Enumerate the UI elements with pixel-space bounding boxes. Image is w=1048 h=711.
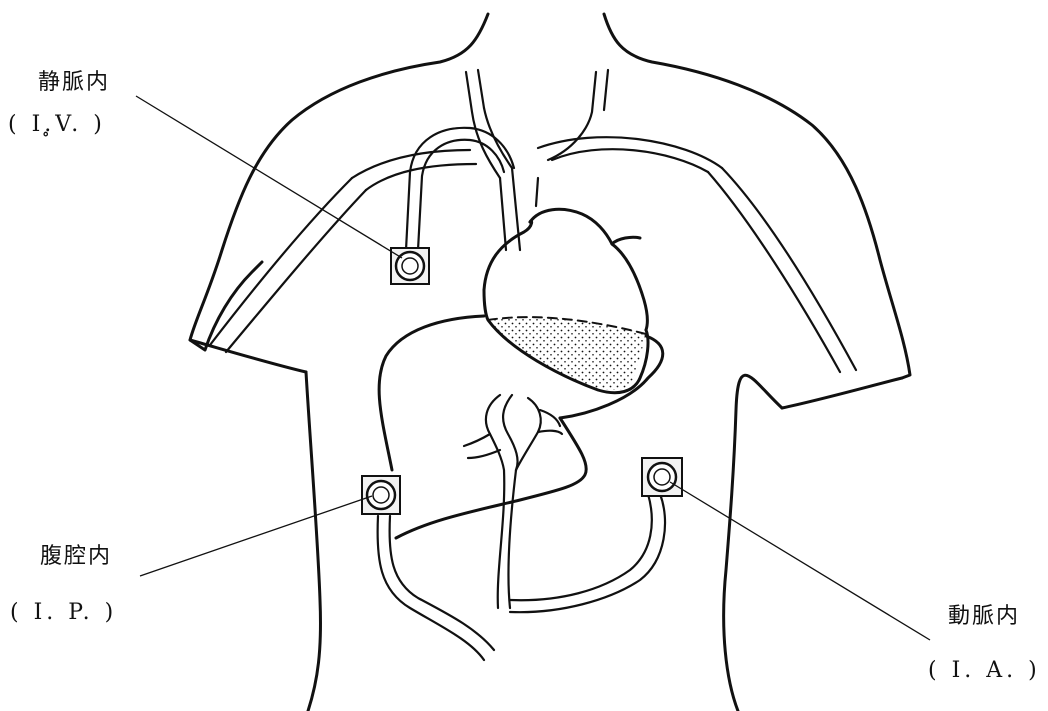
label-ia-abbr: ( I. A. ) (928, 660, 1041, 682)
ia-port (642, 458, 682, 496)
label-ia-name: 動脈内 (948, 606, 1041, 628)
heart (484, 209, 648, 392)
label-intraperitoneal: 腹腔内 ( I. P. ) (40, 546, 117, 624)
label-ip-abbr: ( I. P. ) (10, 602, 117, 624)
ip-leader-line (140, 496, 372, 576)
ia-catheter (510, 494, 665, 612)
label-intravenous: 静脈内 ( I.̥V. ) (38, 72, 110, 136)
ip-port (362, 476, 400, 514)
iv-leader-line (136, 96, 402, 258)
iv-port (391, 248, 429, 284)
label-ip-name: 腹腔内 (40, 546, 117, 568)
label-intraarterial: 動脈内 ( I. A. ) (948, 606, 1041, 682)
ia-leader-line (670, 482, 930, 640)
vascular-tree (464, 395, 562, 608)
label-iv-abbr: ( I.̥V. ) (8, 114, 110, 136)
label-iv-name: 静脈内 (38, 72, 110, 94)
neck-vessels (466, 70, 608, 250)
